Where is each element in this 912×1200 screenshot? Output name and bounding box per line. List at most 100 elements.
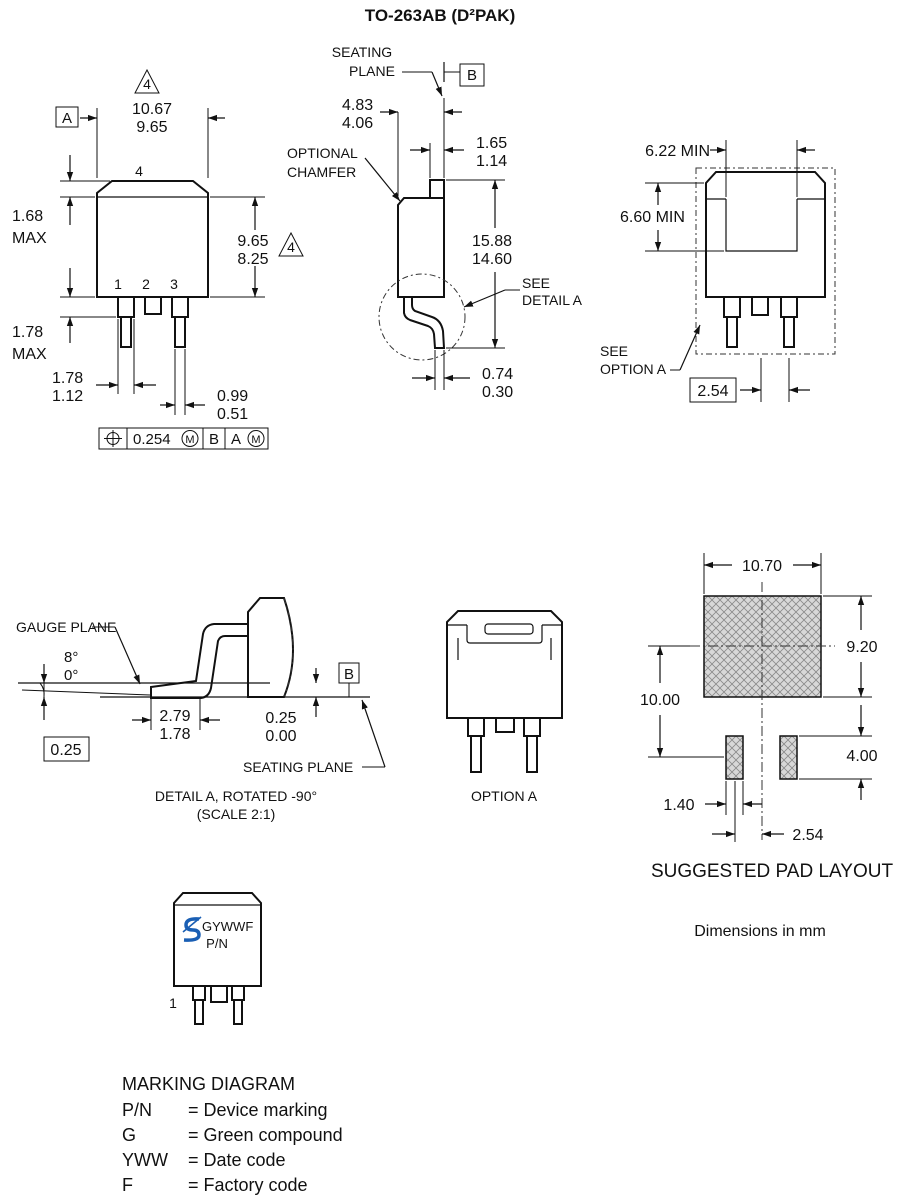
side-lead-t-min: 0.30 xyxy=(482,384,513,401)
note-4-right: 4 xyxy=(287,239,295,255)
pad-layout-view: 10.70 9.20 10.00 4.00 1.40 2.54 SUGGESTE… xyxy=(640,553,893,940)
front-lead-width-min: 1.12 xyxy=(52,388,83,405)
side-datum-b: B xyxy=(467,67,477,84)
lead-2-stub xyxy=(144,296,162,315)
legend-code-2: YWW xyxy=(122,1150,168,1170)
feature-control-frame: 0.254 M B A M xyxy=(98,427,269,450)
detail-a-view: GAUGE PLANE 8° 0° 0.25 2.79 1.78 0.25 0.… xyxy=(16,597,386,822)
side-height-min: 4.06 xyxy=(342,115,373,132)
front-lead-thickness-min: 0.51 xyxy=(217,406,248,423)
foot-length-max: 2.79 xyxy=(159,708,190,725)
see-detail-a-2: DETAIL A xyxy=(522,292,583,308)
option-a-view: OPTION A xyxy=(446,610,563,804)
pin-label-2: 2 xyxy=(142,276,150,292)
front-width-max: 10.67 xyxy=(132,101,172,118)
legend-desc-2: = Date code xyxy=(188,1150,286,1170)
standoff-max: 0.25 xyxy=(265,710,296,727)
see-option-a-1: SEE xyxy=(600,343,628,359)
bottom-tab-outline xyxy=(725,199,798,252)
legend-desc-0: = Device marking xyxy=(188,1100,328,1120)
front-view: 4 1 2 3 4 10.67 9.65 A 1.68 MAX 1.78 MAX xyxy=(12,68,304,450)
marking-line-2: P/N xyxy=(206,936,228,951)
lead-3-upper xyxy=(171,296,189,318)
pin-label-3: 3 xyxy=(170,276,178,292)
option-a-caption: OPTION A xyxy=(471,788,538,804)
optional-chamfer-1: OPTIONAL xyxy=(287,145,358,161)
side-height-max: 4.83 xyxy=(342,97,373,114)
detail-seating-plane: SEATING PLANE xyxy=(243,759,353,775)
front-width-min: 9.65 xyxy=(136,119,167,136)
note-4-triangle-right xyxy=(278,231,304,257)
manufacturer-logo-icon xyxy=(182,916,202,942)
standoff-min: 0.00 xyxy=(265,728,296,745)
lead-1-lower xyxy=(120,316,132,348)
side-overall-min: 14.60 xyxy=(472,251,512,268)
side-body-outline xyxy=(397,197,445,298)
marking-body xyxy=(173,892,262,987)
marking-line-1: GYWWF xyxy=(202,919,253,934)
lead-1-upper xyxy=(117,296,135,318)
lead-pad-height: 4.00 xyxy=(846,748,877,765)
detail-a-caption-2: (SCALE 2:1) xyxy=(197,806,276,822)
gauge-height: 0.25 xyxy=(50,742,81,759)
angle-max: 8° xyxy=(64,649,78,666)
option-a-body xyxy=(446,610,563,719)
bottom-body-outline xyxy=(705,171,826,298)
marking-title: MARKING DIAGRAM xyxy=(122,1074,295,1094)
datum-a-box xyxy=(55,106,79,128)
marking-pin-1: 1 xyxy=(169,995,177,1011)
side-datum-b-box xyxy=(459,63,485,87)
tab-label: 4 xyxy=(135,163,143,179)
detail-a-callout-circle xyxy=(378,273,466,361)
fcf-datum-a: A xyxy=(231,431,241,448)
side-overall-max: 15.88 xyxy=(472,233,512,250)
bottom-view: 6.22 MIN 6.60 MIN SEE OPTION A 2.54 xyxy=(600,140,836,403)
side-lead-t-max: 0.74 xyxy=(482,366,513,383)
pad-pitch: 2.54 xyxy=(792,827,823,844)
bottom-pitch: 2.54 xyxy=(697,383,728,400)
note-4-top: 4 xyxy=(143,76,151,92)
front-body-outline xyxy=(96,180,209,298)
side-view: SEATING PLANE B 4.83 4.06 OPTIONAL CHAMF… xyxy=(287,44,583,401)
legend-code-1: G xyxy=(122,1125,136,1145)
side-tab-min: 1.14 xyxy=(476,153,507,170)
detail-a-caption-1: DETAIL A, ROTATED -90° xyxy=(155,788,317,804)
option-a-callout-box xyxy=(695,167,836,355)
gauge-height-box xyxy=(43,736,90,762)
lead-pad-2 xyxy=(779,735,798,780)
pad-width: 10.70 xyxy=(742,558,782,575)
tab-width-min: 6.22 MIN xyxy=(645,143,710,160)
front-left-height-max: MAX xyxy=(12,230,47,247)
front-body-height-min: 8.25 xyxy=(237,251,268,268)
note-4-triangle-top xyxy=(134,68,160,94)
front-lead-length-value: 1.78 xyxy=(12,324,43,341)
see-option-a-2: OPTION A xyxy=(600,361,667,377)
drawing-title: TO-263AB (D²PAK) xyxy=(365,6,516,25)
side-seating-plane-1: SEATING xyxy=(332,44,392,60)
optional-chamfer-2: CHAMFER xyxy=(287,164,356,180)
legend-code-3: F xyxy=(122,1175,133,1195)
fcf-datum-b: B xyxy=(209,431,219,448)
angle-min: 0° xyxy=(64,667,78,684)
see-detail-a-1: SEE xyxy=(522,275,550,291)
tab-height-min: 6.60 MIN xyxy=(620,209,685,226)
pitch-box xyxy=(689,377,737,403)
marking-diagram: GYWWF P/N 1 MARKING DIAGRAM P/N = Device… xyxy=(122,892,343,1195)
fcf-mmc-2: M xyxy=(251,434,260,446)
foot-length-min: 1.78 xyxy=(159,726,190,743)
front-lead-thickness-max: 0.99 xyxy=(217,388,248,405)
lead-3-lower xyxy=(174,316,186,348)
legend-desc-1: = Green compound xyxy=(188,1125,343,1145)
side-tab-max: 1.65 xyxy=(476,135,507,152)
pin-label-1: 1 xyxy=(114,276,122,292)
detail-lead xyxy=(150,623,249,699)
front-lead-length-max: MAX xyxy=(12,346,47,363)
side-lead xyxy=(403,296,446,349)
front-lead-width-max: 1.78 xyxy=(52,370,83,387)
legend-code-0: P/N xyxy=(122,1100,152,1120)
pad-overall-height: 10.00 xyxy=(640,692,680,709)
detail-datum-b: B xyxy=(344,666,354,683)
side-tab xyxy=(429,179,445,199)
